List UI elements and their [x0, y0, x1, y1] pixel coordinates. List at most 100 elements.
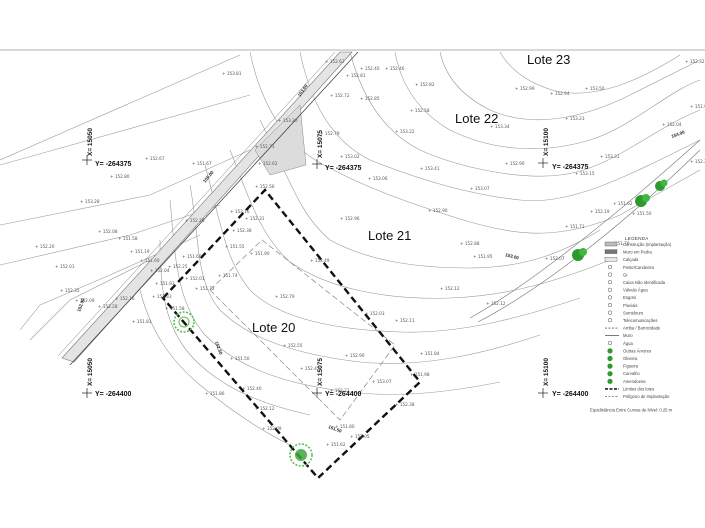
legend-item: Esgoto — [607, 295, 637, 300]
spot-height: + 152.09 — [75, 298, 95, 303]
tree-icon — [607, 355, 613, 362]
spot-height: + 152.88 — [460, 241, 480, 246]
spot-height: + 153.02 — [340, 154, 360, 159]
spot-height: + 152.90 — [345, 353, 365, 358]
spot-height: + 151.50 — [230, 356, 250, 361]
coord-y-3: Y= -264375 — [552, 164, 588, 171]
lot-label-21: Lote 21 — [368, 228, 411, 243]
tree-icon — [173, 311, 195, 333]
spot-height: + 151.81 — [132, 319, 152, 324]
legend-item: Pluviais — [607, 303, 637, 308]
legend-item: Água — [607, 341, 633, 346]
legend-item: Telecomunicações — [607, 318, 657, 323]
tree-icon — [655, 179, 668, 191]
lot-label-22: Lote 22 — [455, 111, 498, 126]
tree-icon — [572, 248, 587, 261]
legend-item-label: Calçada — [623, 257, 639, 262]
spot-height: + 151.80 — [335, 424, 355, 429]
circle-e-icon — [607, 295, 613, 300]
spot-height: + 152.12 — [440, 286, 460, 291]
spot-height: + 152.05 — [350, 434, 370, 439]
spot-height: + 152.56 — [255, 184, 275, 189]
legend-item: Sumidouro — [607, 310, 644, 315]
spot-height: + 151.71 — [565, 224, 585, 229]
spot-height: + 152.20 — [35, 244, 55, 249]
map-legend: LEGENDA Construção (Implantação) Muro em … — [590, 236, 673, 413]
spot-height: + 151.67 — [192, 161, 212, 166]
spot-height: + 151.19 — [130, 249, 150, 254]
spot-height: + 152.71 — [255, 144, 275, 149]
spot-height: + 151.98 — [410, 372, 430, 377]
spot-height: + 151.93 — [155, 281, 175, 286]
spot-height: + 151.90 — [250, 251, 270, 256]
legend-item: Outras Árvores — [607, 348, 651, 354]
legend-item: Válvula Água — [607, 287, 648, 293]
tree-icon — [607, 378, 613, 384]
lamp-dot-icon — [607, 264, 613, 270]
legend-item: Oliveira — [607, 355, 638, 362]
contour-label: 152.00 — [76, 297, 86, 312]
legend-item-label: Muro — [623, 333, 633, 338]
spot-height: + 152.12 — [486, 301, 506, 306]
legend-item-label: Sumidouro — [623, 310, 644, 315]
spot-height: + 152.12 — [255, 406, 275, 411]
spot-height: + 152.85 — [360, 96, 380, 101]
spot-height: + 152.03 — [365, 311, 385, 316]
contour-label: 154.00 — [671, 129, 686, 139]
spot-height: + 152.62 — [258, 161, 278, 166]
spot-height: + 151.60 — [140, 258, 160, 263]
spot-height: + 151.91 — [690, 104, 705, 109]
legend-item: Carvalho — [607, 371, 640, 377]
spot-height: + 152.96 — [340, 216, 360, 221]
contour-label: 155.00 — [202, 170, 215, 184]
spot-height: + 151.74 — [218, 273, 238, 278]
spot-height: + 151.72 — [195, 286, 215, 291]
spot-height: + 153.81 — [222, 71, 242, 76]
legend-item-label: Muro em Pedra — [623, 250, 653, 255]
coord-x-4: X= 15050 — [87, 358, 94, 386]
legend-item: Gr — [607, 272, 628, 277]
legend-item: Muro em Pedra — [604, 249, 653, 255]
legend-item: Construção (Implantação) — [604, 241, 672, 247]
spot-height: + 153.23 — [565, 116, 585, 121]
coord-y-1: Y= -264375 — [95, 161, 131, 168]
legend-item: Polígono de Implantação — [605, 394, 670, 399]
spot-height: + 153.31 — [600, 154, 620, 159]
coord-x-2: X= 15075 — [317, 130, 324, 158]
legend-item: Calçada — [604, 257, 639, 262]
legend-item: Arriba / Barrocidade — [605, 326, 661, 331]
legend-item-label: Amendoeira — [623, 379, 646, 384]
spot-height: + 153.34 — [490, 124, 510, 129]
valve-icon — [607, 287, 613, 292]
legend-item-label: Arriba / Barrocidade — [623, 326, 661, 331]
legend-item-label: Gr — [623, 272, 628, 277]
spot-height: + 151.84 — [420, 351, 440, 356]
legend-item-label: Válvula Água — [623, 288, 648, 293]
tree-icon — [289, 443, 313, 467]
spot-height: + 152.79 — [275, 294, 295, 299]
spot-height: + 153.06 — [368, 176, 388, 181]
legend-item-label: Outras Árvores — [623, 348, 651, 353]
legend-item-label: Figueira — [623, 364, 639, 369]
contour-label: 152.50 — [214, 341, 224, 356]
contour-lines — [139, 51, 701, 446]
spot-height: + 152.72 — [330, 93, 350, 98]
legend-item: Poste/Candeeiro — [607, 264, 655, 270]
spot-height: + 152.40 — [360, 66, 380, 71]
spot-height: + 153.07 — [470, 186, 490, 191]
coord-y-6: Y= -264400 — [552, 391, 588, 398]
spot-height: + 153.28 — [80, 199, 100, 204]
spot-height: + 152.26 — [185, 218, 205, 223]
legend-item-label: Carvalho — [623, 371, 640, 376]
coord-x-3: X= 15100 — [543, 128, 550, 156]
spot-height: + 151.58 — [165, 306, 185, 311]
spot-height: + 152.94 — [550, 91, 570, 96]
spot-height: + 151.62 — [613, 201, 633, 206]
legend-item: Limites dos lotes — [605, 386, 654, 391]
spot-height: + 152.58 — [410, 108, 430, 113]
legend-title: LEGENDA — [625, 236, 649, 241]
spot-height: + 152.33 — [152, 294, 172, 299]
spot-height: + 152.11 — [395, 318, 415, 323]
spot-height: + 151.70 — [610, 241, 630, 246]
